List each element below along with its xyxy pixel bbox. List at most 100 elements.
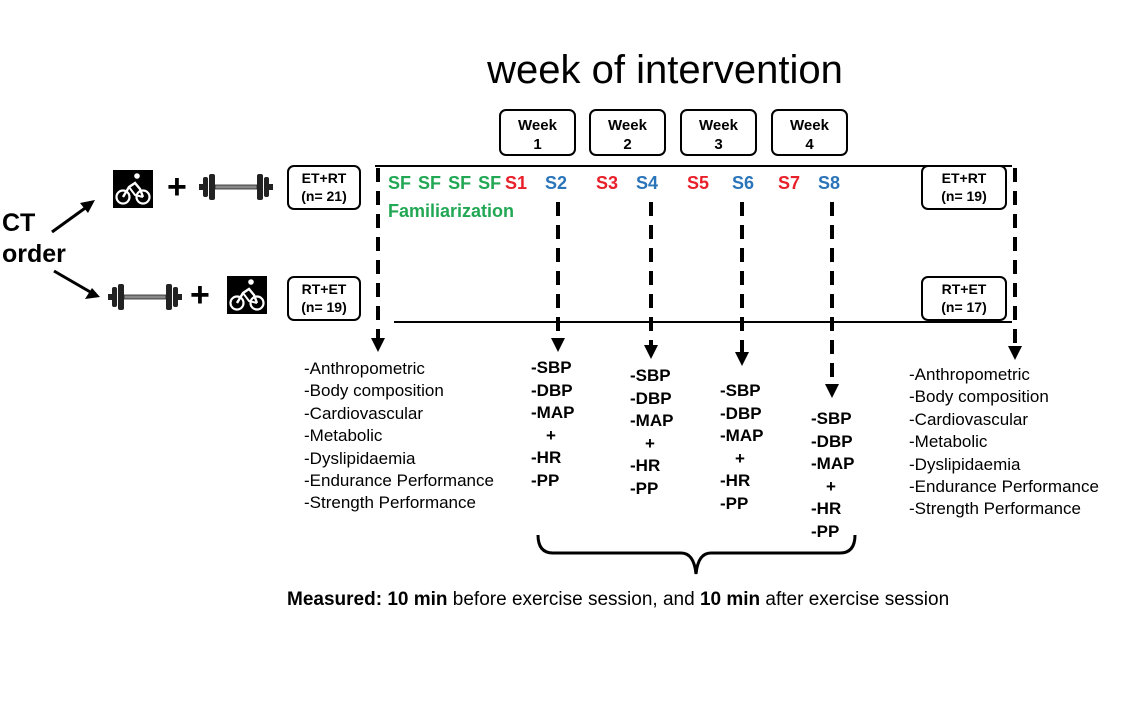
list-item: -HR (811, 499, 842, 519)
arrowhead-to-rt-et (85, 288, 100, 299)
list-item: -SBP (531, 358, 572, 377)
arrowhead-post (1008, 346, 1022, 360)
week-2-label: Week 2 (608, 117, 647, 153)
group-name: RT+ET (301, 281, 347, 297)
measured-label: Measured: (287, 589, 383, 610)
curly-brace (536, 534, 857, 575)
list-item: -DBP (720, 403, 762, 423)
session-s3: S3 (596, 173, 619, 193)
list-item: + (826, 476, 836, 496)
list-item: -Body composition (304, 381, 444, 401)
measured-note: Measured: 10 min before exercise session… (287, 589, 949, 611)
arrowhead-to-et-rt (80, 200, 95, 213)
arrow-to-et-rt (51, 204, 89, 234)
list-item: -MAP (811, 454, 855, 474)
list-item: -Anthropometric (909, 365, 1030, 384)
bp-measures-s4: -SBP -DBP -MAP + -HR -PP (630, 365, 673, 501)
familiarization-sessions: SF SF SF SF (388, 173, 501, 194)
session-s7: S7 (778, 173, 801, 193)
list-item: -Dyslipidaemia (304, 448, 416, 468)
bicycle-icon (113, 170, 153, 208)
arrowhead-s8 (825, 384, 839, 398)
list-item: -Metabolic (909, 432, 988, 452)
list-item: -Endurance Performance (909, 477, 1099, 497)
group-box-rt-et-start: RT+ET (n= 19) (287, 276, 361, 321)
group-n: (n= 21) (301, 188, 347, 204)
session-s1: S1 (505, 173, 528, 193)
arrowhead-s4 (644, 345, 658, 359)
measured-text-before: before exercise session, and (447, 589, 700, 610)
list-item: -Strength Performance (304, 493, 476, 513)
list-item: -Strength Performance (909, 499, 1081, 519)
list-item: -PP (531, 470, 560, 490)
list-item: + (645, 433, 655, 453)
list-item: -Dyslipidaemia (909, 454, 1021, 474)
list-item: -PP (720, 493, 749, 513)
ct-label: CT (2, 209, 36, 237)
session-s5: S5 (687, 173, 710, 193)
barbell-icon (199, 173, 273, 206)
session-sf: SF (388, 173, 412, 193)
session-sf: SF (448, 173, 472, 193)
list-item: -Cardiovascular (304, 403, 424, 423)
arrowhead-baseline (371, 338, 385, 352)
ct-order-label: CT order (2, 208, 66, 270)
list-item: -MAP (531, 403, 575, 423)
list-item: -Cardiovascular (909, 409, 1029, 429)
bp-measures-s6: -SBP -DBP -MAP + -HR -PP (720, 380, 763, 516)
week-3-label: Week 3 (699, 117, 738, 153)
list-item: -SBP (630, 366, 671, 385)
group-name: ET+RT (941, 170, 987, 186)
list-item: -DBP (811, 431, 853, 451)
week-4-box: Week 4 (771, 109, 848, 156)
list-item: -MAP (720, 426, 764, 446)
list-item: -SBP (720, 381, 761, 400)
arrow-to-rt-et (53, 269, 93, 295)
session-sf: SF (478, 173, 502, 193)
bicycle-icon (227, 276, 267, 314)
list-item: -Endurance Performance (304, 471, 494, 491)
session-s8: S8 (818, 173, 841, 193)
list-item: -HR (630, 456, 661, 476)
list-item: -SBP (811, 409, 852, 428)
familiarization-label: Familiarization (388, 201, 515, 221)
diagram-title: week of intervention (487, 48, 843, 92)
list-item: -MAP (630, 411, 674, 431)
list-item: -PP (630, 478, 659, 498)
list-item: -HR (531, 448, 562, 468)
list-item: -Metabolic (304, 426, 383, 446)
arrowhead-s6 (735, 352, 749, 366)
week-3-box: Week 3 (680, 109, 757, 156)
session-s2: S2 (545, 173, 568, 193)
measured-time-before: 10 min (387, 589, 448, 610)
arrowhead-s2 (551, 338, 565, 352)
group-n: (n= 19) (301, 299, 347, 315)
list-item: -DBP (531, 380, 573, 400)
week-2-box: Week 2 (589, 109, 666, 156)
group-box-et-rt-end: ET+RT (n= 19) (921, 165, 1007, 210)
week-4-label: Week 4 (790, 117, 829, 153)
group-name: ET+RT (301, 170, 347, 186)
group-n: (n= 17) (941, 299, 987, 315)
plus-sign-bottom: + (190, 276, 210, 314)
plus-sign-top: + (167, 168, 187, 206)
group-box-rt-et-end: RT+ET (n= 17) (921, 276, 1007, 321)
assessment-list-post: -Anthropometric -Body composition -Cardi… (909, 364, 1099, 521)
bp-measures-s8: -SBP -DBP -MAP + -HR -PP (811, 408, 854, 544)
list-item: -DBP (630, 388, 672, 408)
list-item: + (735, 448, 745, 468)
bp-measures-s2: -SBP -DBP -MAP + -HR -PP (531, 357, 574, 493)
measured-text-after: after exercise session (760, 589, 950, 610)
assessment-list-baseline: -Anthropometric -Body composition -Cardi… (304, 358, 494, 515)
group-box-et-rt-start: ET+RT (n= 21) (287, 165, 361, 210)
week-1-box: Week 1 (499, 109, 576, 156)
barbell-icon (108, 283, 182, 316)
measured-time-after: 10 min (699, 589, 761, 610)
session-s6: S6 (732, 173, 755, 193)
order-label: order (2, 240, 66, 268)
group-name: RT+ET (941, 281, 987, 297)
list-item: + (546, 425, 556, 445)
list-item: -HR (720, 471, 751, 491)
group-n: (n= 19) (941, 188, 987, 204)
